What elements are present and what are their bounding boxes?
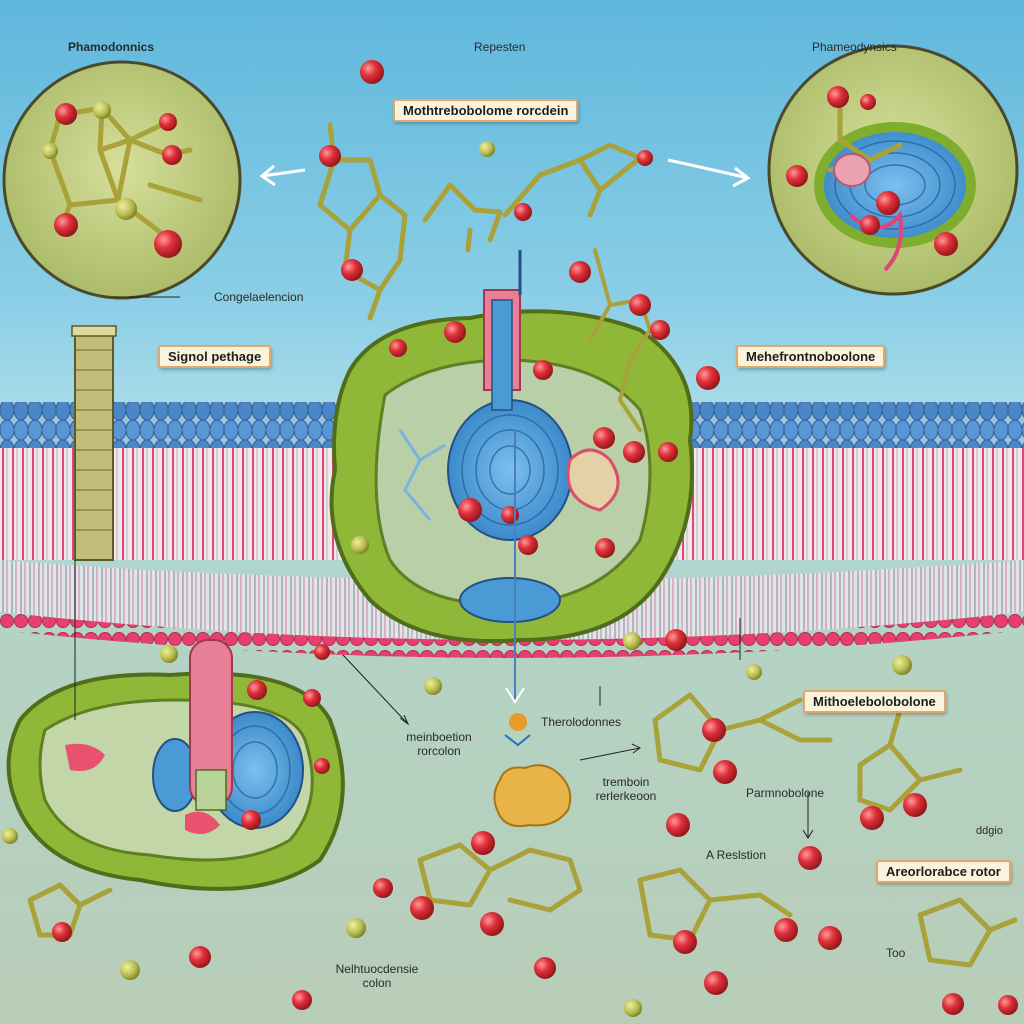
label-box-bottom-right: Areorlorabce rotor <box>876 860 1011 883</box>
label-pharmacodynamics-left: Phamodonnics <box>68 40 155 54</box>
particle <box>346 918 366 938</box>
atom <box>292 990 312 1010</box>
atom <box>514 203 532 221</box>
atom <box>998 995 1018 1015</box>
atom <box>479 141 495 157</box>
atom <box>319 145 341 167</box>
atom <box>52 922 72 942</box>
label-box-signal-pathway: Signol pethage <box>158 345 272 368</box>
atom <box>702 718 726 742</box>
label-box-top: Mothtrebobolome rorcdein <box>393 99 579 122</box>
particle <box>624 999 642 1017</box>
ligand-molecules-bottom <box>27 692 1018 968</box>
atom <box>942 993 964 1015</box>
transmembrane-channel <box>71 296 180 561</box>
atom <box>860 806 884 830</box>
label-congel: Congelaelencion <box>214 290 304 304</box>
atom <box>666 813 690 837</box>
label-trembon: tremboin rerlerkeoon <box>595 775 657 803</box>
pointer-lines <box>342 618 814 839</box>
atom <box>798 846 822 870</box>
label-therapeutics: Therolodonnes <box>541 715 622 729</box>
ligand-molecule-top <box>317 122 643 321</box>
atom <box>360 60 384 84</box>
label-too: Too <box>886 946 906 960</box>
atom <box>189 946 211 968</box>
label-receptor-reaction: meinboetion rorcolon <box>406 730 472 758</box>
label-receptor: Repesten <box>474 40 526 54</box>
atom <box>774 918 798 942</box>
atom <box>713 760 737 784</box>
atom <box>341 259 363 281</box>
magnified-molecule-left <box>2 60 242 300</box>
label-box-mid-right: Mithoelebolobolone <box>803 690 946 713</box>
label-resistance: A Reslstion <box>706 848 767 862</box>
atom <box>903 793 927 817</box>
enzyme-complex <box>493 713 572 828</box>
particle <box>746 664 762 680</box>
arrow-left-icon <box>259 164 306 187</box>
label-parmnobolone: Parmnobolone <box>746 786 825 800</box>
target-cell <box>329 248 720 704</box>
label-pharmacodynamics-right: Phameodynsics <box>812 40 897 54</box>
atom <box>410 896 434 920</box>
atom <box>704 971 728 995</box>
particle <box>892 655 912 675</box>
magnified-receptor-right <box>767 44 1019 296</box>
label-ddgio: ddgio <box>976 825 1003 837</box>
atom <box>637 150 653 166</box>
particle <box>2 828 18 844</box>
label-neltuo-colon: Nelhtuocdensie colon <box>335 962 419 990</box>
atom <box>480 912 504 936</box>
secondary-cell <box>6 560 442 891</box>
atom <box>471 831 495 855</box>
particle <box>120 960 140 980</box>
atom <box>673 930 697 954</box>
atom <box>534 957 556 979</box>
arrow-right-icon <box>667 158 751 188</box>
atom <box>818 926 842 950</box>
atom <box>373 878 393 898</box>
label-box-right: Mehefrontnoboolone <box>736 345 886 368</box>
